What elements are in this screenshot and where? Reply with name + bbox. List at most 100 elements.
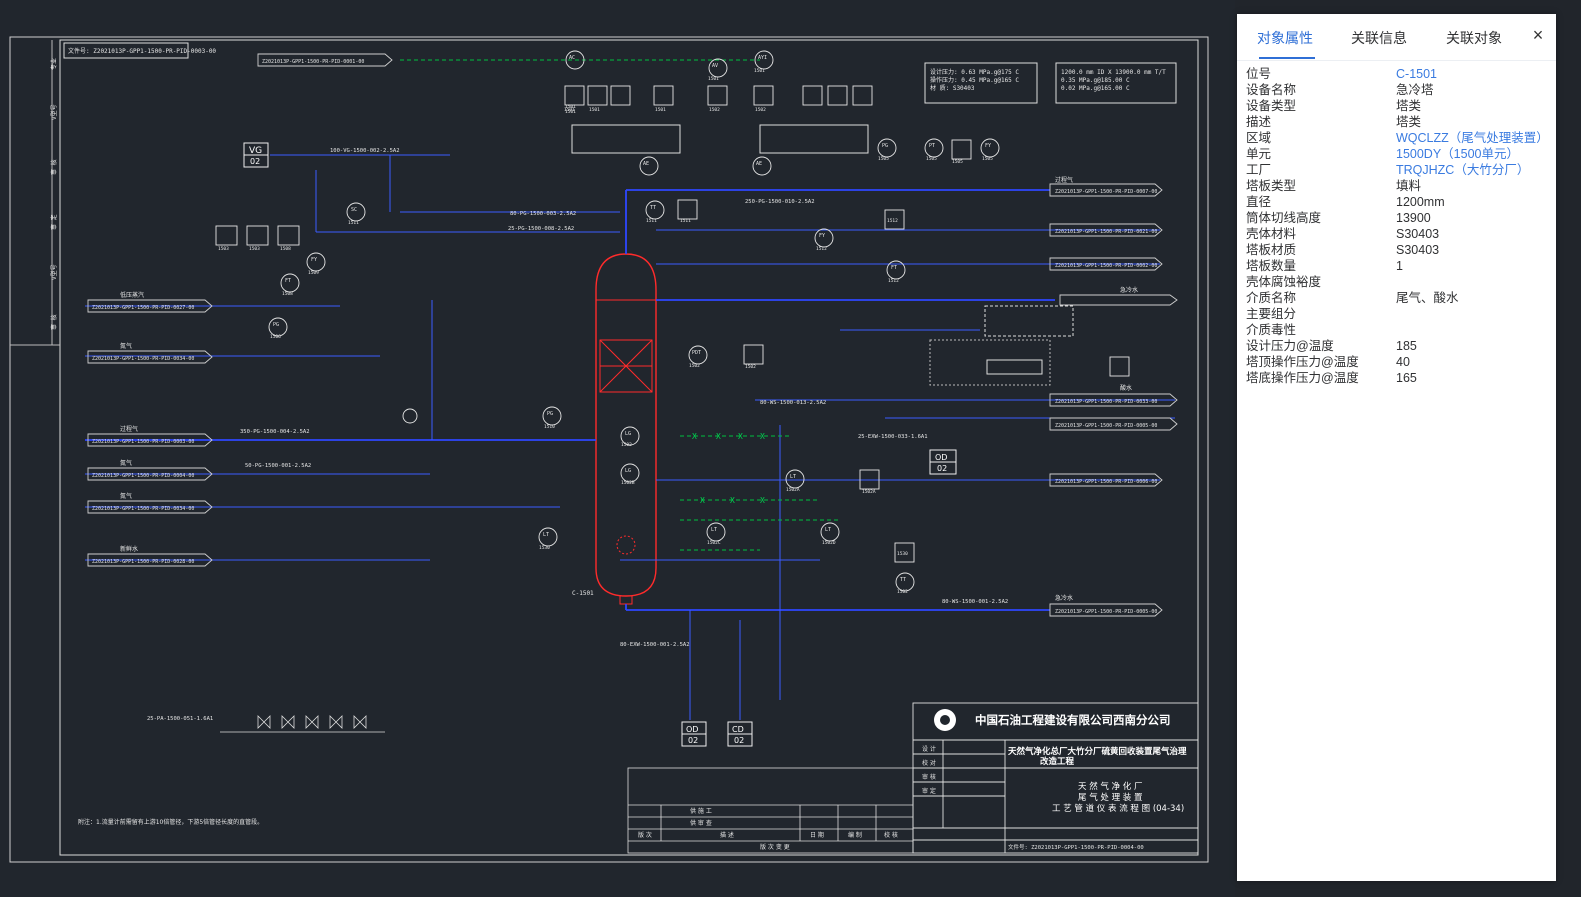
- svg-text:氮气: 氮气: [120, 342, 132, 350]
- property-value: S30403: [1396, 243, 1440, 257]
- drawing-title-2: 尾 气 处 理 装 置: [1078, 792, 1143, 803]
- tab-related-objects[interactable]: 关联对象: [1446, 30, 1502, 46]
- property-key: 单元: [1246, 147, 1272, 161]
- property-value-link[interactable]: WQCLZZ（尾气处理装置）: [1396, 131, 1549, 145]
- pump-package: [984, 305, 1074, 337]
- svg-text:AYI: AYI: [758, 55, 767, 61]
- svg-text:X: X: [700, 496, 705, 505]
- drawing-canvas[interactable]: 专业 V型号 审 核 审 定 V型号 审 核 文件号: Z2021013P-GP…: [0, 0, 1235, 897]
- property-value-link[interactable]: 1500DY（1500单元）: [1396, 147, 1519, 161]
- pid-drawing[interactable]: 专业 V型号 审 核 审 定 V型号 审 核 文件号: Z2021013P-GP…: [0, 0, 1235, 897]
- property-row: 单元 1500DY（1500单元）: [1246, 146, 1551, 162]
- instrument-tag[interactable]: 1502: [745, 364, 756, 370]
- instrument-tag[interactable]: 1501: [708, 76, 719, 82]
- instrument-tag[interactable]: 1530: [897, 551, 908, 557]
- instrument-tag[interactable]: 1501: [564, 107, 575, 113]
- property-value-link[interactable]: TRQJHZC（大竹分厂）: [1396, 163, 1530, 177]
- instrument-tag[interactable]: 1505: [982, 156, 993, 162]
- svg-text:02: 02: [734, 736, 744, 745]
- svg-text:OD: OD: [686, 725, 698, 734]
- instrument-tag[interactable]: 1502C: [707, 540, 721, 546]
- property-value: S30403: [1396, 227, 1440, 241]
- svg-text:PG: PG: [273, 322, 279, 328]
- instrument-tag[interactable]: 1502: [755, 107, 766, 113]
- tab-object-properties[interactable]: 对象属性: [1257, 30, 1313, 46]
- property-value: 填料: [1396, 179, 1422, 193]
- property-value-link[interactable]: C-1501: [1396, 67, 1437, 81]
- property-row: 设备名称急冷塔: [1246, 82, 1551, 98]
- svg-text:审 核: 审 核: [50, 159, 58, 175]
- property-key: 筒体切线高度: [1246, 211, 1322, 225]
- instrument-tag[interactable]: 1501: [589, 107, 600, 113]
- svg-text:过程气: 过程气: [1055, 176, 1073, 184]
- analyzer-box-1: [571, 124, 681, 154]
- instrument-tag[interactable]: 1502: [897, 589, 908, 595]
- instrument-tag[interactable]: 1508: [282, 291, 293, 297]
- svg-text:LT: LT: [711, 527, 717, 533]
- column-c1501[interactable]: C-1501: [572, 253, 657, 605]
- svg-text:Z2021013P-GPP1-1500-PR-PID-000: Z2021013P-GPP1-1500-PR-PID-0003-00: [92, 439, 194, 445]
- instrument-tag[interactable]: 1502: [689, 363, 700, 369]
- property-key: 设备类型: [1246, 99, 1297, 113]
- svg-text:编 制: 编 制: [848, 831, 862, 839]
- instrument-tag[interactable]: 1501: [754, 68, 765, 74]
- property-value: 40: [1396, 355, 1410, 369]
- svg-text:OD: OD: [935, 453, 947, 462]
- instrument-tag[interactable]: 1508: [280, 246, 291, 252]
- vg-offpage-connector[interactable]: VG 02: [243, 142, 269, 168]
- instrument-tag[interactable]: 1502B: [621, 480, 635, 486]
- svg-text:VG: VG: [249, 146, 262, 156]
- svg-text:Z2021013P-GPP1-1500-PR-PID-000: Z2021013P-GPP1-1500-PR-PID-0007-00: [1055, 189, 1157, 195]
- instrument-tag[interactable]: 1501: [655, 107, 666, 113]
- instrument-tag[interactable]: 1505: [926, 156, 937, 162]
- instrument-tag[interactable]: 1511: [646, 218, 657, 224]
- instrument-tag[interactable]: 1512: [887, 218, 898, 224]
- property-row: 塔板类型填料: [1246, 178, 1551, 194]
- property-value: 185: [1396, 339, 1417, 353]
- instrument-tag[interactable]: 1502: [709, 107, 720, 113]
- svg-text:V型号: V型号: [50, 264, 58, 280]
- instrument-tag[interactable]: 1503: [218, 246, 229, 252]
- close-icon[interactable]: ×: [1532, 25, 1544, 45]
- instrument-tag[interactable]: 1502: [621, 442, 632, 448]
- svg-text:PT: PT: [929, 143, 935, 149]
- inner-frame: [59, 39, 1199, 856]
- property-key: 主要组分: [1246, 307, 1297, 321]
- instrument-tag[interactable]: 1501: [565, 109, 576, 115]
- instrument-tag[interactable]: 1501: [565, 104, 576, 110]
- instrument-tag[interactable]: 1511: [680, 218, 691, 224]
- od-connector-right[interactable]: OD 02: [929, 449, 957, 475]
- svg-text:25-EXW-1500-033-1.6A1: 25-EXW-1500-033-1.6A1: [858, 434, 928, 440]
- od-connector-bottom[interactable]: OD 02: [681, 721, 707, 747]
- instrument-tag[interactable]: 1502D: [822, 540, 836, 546]
- svg-text:250-PG-1500-010-2.5A2: 250-PG-1500-010-2.5A2: [745, 199, 815, 205]
- instrument-tag[interactable]: 1511: [348, 220, 359, 226]
- svg-text:Z2021013P-GPP1-1500-PR-PID-000: Z2021013P-GPP1-1500-PR-PID-0001-00: [262, 59, 364, 65]
- instrument-tag[interactable]: 1512: [888, 278, 899, 284]
- instrument-tag[interactable]: 1505: [952, 159, 963, 165]
- svg-text:急冷水: 急冷水: [1120, 286, 1138, 294]
- cd-connector-bottom[interactable]: CD 02: [727, 721, 753, 747]
- instrument-tag[interactable]: 1505: [878, 156, 889, 162]
- property-row: 设备类型塔类: [1246, 98, 1551, 114]
- svg-text:80-PG-1500-003-2.5A2: 80-PG-1500-003-2.5A2: [510, 211, 576, 217]
- svg-text:X: X: [760, 496, 765, 505]
- instrument-tag[interactable]: 1502A: [862, 489, 876, 495]
- svg-text:02: 02: [250, 157, 260, 166]
- svg-text:1200.0 mm ID X 13900.0 mm T/T: 1200.0 mm ID X 13900.0 mm T/T: [1061, 69, 1166, 76]
- offpage-arrows-left: [87, 53, 393, 567]
- instrument-tag[interactable]: 1509: [308, 270, 319, 276]
- svg-text:专业: 专业: [50, 58, 58, 70]
- instrument-tag[interactable]: 1506: [270, 334, 281, 340]
- instrument-tag[interactable]: 1512: [816, 246, 827, 252]
- svg-text:AC: AC: [569, 55, 575, 61]
- instrument-tag[interactable]: 1530: [539, 545, 550, 551]
- instrument-tag[interactable]: 1502A: [786, 487, 800, 493]
- instrument-tag[interactable]: 1510: [544, 424, 555, 430]
- revision-block: [627, 767, 914, 854]
- tab-related-info[interactable]: 关联信息: [1351, 30, 1407, 46]
- instrument-tag[interactable]: 1503: [249, 246, 260, 252]
- panel-tabs: 对象属性 关联信息 关联对象 ×: [1237, 14, 1556, 61]
